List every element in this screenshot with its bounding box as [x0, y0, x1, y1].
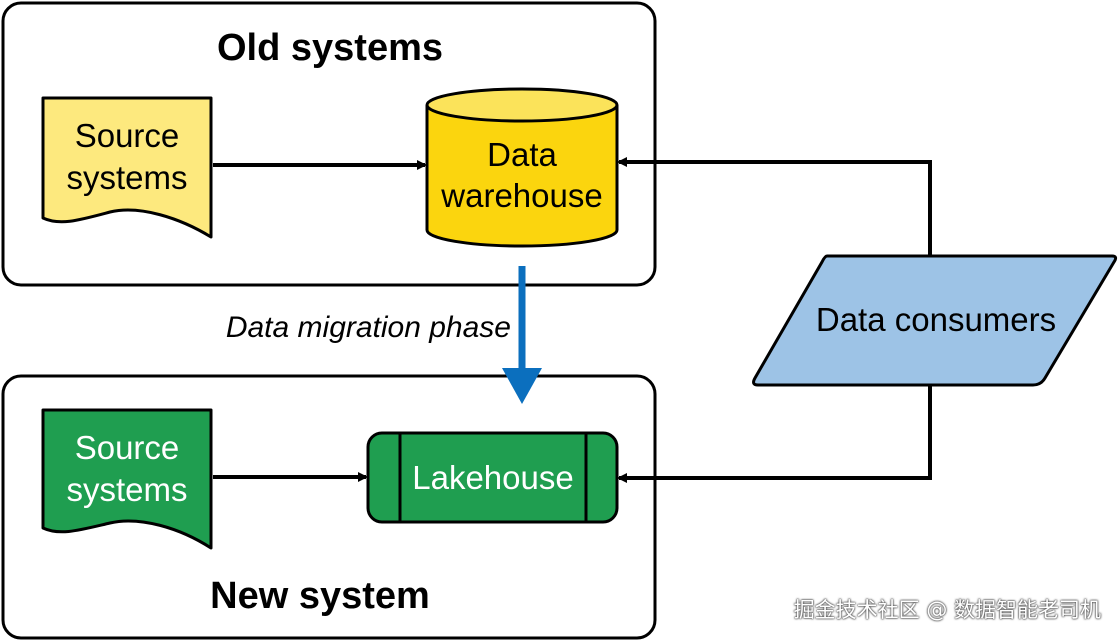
old-source-systems-label-line1: Source	[75, 117, 180, 154]
migration-label: Data migration phase	[226, 311, 511, 344]
data-warehouse-label-line2: warehouse	[440, 177, 602, 214]
new-system-title: New system	[210, 575, 430, 617]
data-warehouse-shape	[425, 105, 619, 248]
consumers-to-warehouse-connector	[617, 157, 932, 256]
data-warehouse-label-line1: Data	[487, 136, 557, 173]
old-source-systems-label-line2: systems	[66, 159, 187, 196]
new-source-systems-shape	[41, 408, 213, 550]
lakehouse-label: Lakehouse	[412, 459, 573, 496]
data-consumers-shape	[752, 254, 1118, 387]
new-source-systems-label-line2: systems	[66, 471, 187, 508]
migration-arrow-head	[502, 368, 542, 404]
watermark: 掘金技术社区 @ 数据智能老司机	[793, 598, 1101, 622]
consumers-to-lakehouse-connector	[617, 385, 932, 483]
data-warehouse-top	[425, 87, 619, 123]
old-systems-title: Old systems	[217, 27, 443, 69]
new-source-systems-label-line1: Source	[75, 429, 180, 466]
data-consumers-label: Data consumers	[816, 301, 1056, 338]
old-source-systems-shape	[41, 96, 213, 239]
